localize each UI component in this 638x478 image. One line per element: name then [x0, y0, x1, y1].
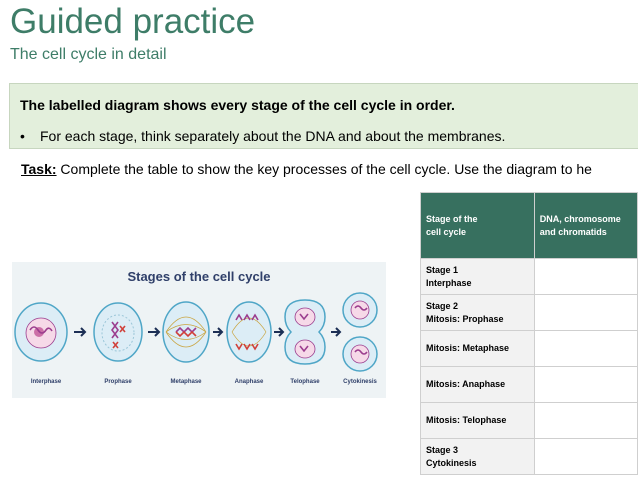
stage-line1: Mitosis: Telophase	[426, 415, 507, 425]
header-dna-line2: and chromatids	[539, 226, 607, 237]
dna-answer-cell[interactable]	[533, 438, 638, 475]
stage-cell: Mitosis: Metaphase	[420, 330, 535, 367]
table-row: Stage 1 Interphase	[420, 258, 638, 295]
stage-line1: Stage 1	[426, 264, 459, 275]
cytokinesis-cell-icon	[342, 292, 378, 372]
stage-line1: Stage 3	[426, 444, 459, 455]
stage-cell: Stage 1 Interphase	[420, 258, 535, 295]
cell-stages-illustration	[14, 292, 378, 372]
anaphase-cell-icon	[226, 301, 272, 363]
cell-cycle-diagram: Stages of the cell cycle	[12, 262, 386, 398]
stage-label-cytokinesis: Cytokinesis	[343, 379, 377, 385]
stage-arrows	[74, 327, 342, 337]
cell-cycle-table: Stage of the cell cycle DNA, chromosome …	[420, 192, 638, 475]
stage-cell: Stage 2 Mitosis: Prophase	[420, 294, 535, 331]
stage-label-interphase: Interphase	[30, 379, 62, 385]
dna-answer-cell[interactable]	[533, 294, 638, 331]
slide-subtitle: The cell cycle in detail	[10, 46, 167, 63]
stage-cell: Mitosis: Telophase	[420, 402, 535, 439]
dna-answer-cell[interactable]	[533, 330, 638, 367]
table-row: Stage 2 Mitosis: Prophase	[420, 294, 638, 331]
stage-cell: Stage 3 Cytokinesis	[420, 438, 535, 475]
prophase-cell-icon	[93, 302, 143, 362]
stage-label-prophase: Prophase	[104, 379, 132, 385]
header-dna-line1: DNA, chromosome	[539, 213, 621, 224]
callout-bullet-text: For each stage, think separately about t…	[40, 128, 506, 144]
header-dna: DNA, chromosome and chromatids	[533, 192, 638, 259]
stage-cell: Mitosis: Anaphase	[420, 366, 535, 403]
header-stage-line2: cell cycle	[426, 226, 467, 237]
stage-line1: Stage 2	[426, 300, 459, 311]
table-row: Mitosis: Anaphase	[420, 366, 638, 403]
table-header-row: Stage of the cell cycle DNA, chromosome …	[420, 192, 638, 259]
interphase-cell-icon	[14, 302, 68, 362]
stage-line2: Interphase	[426, 277, 472, 288]
metaphase-cell-icon	[162, 301, 210, 363]
diagram-title: Stages of the cell cycle	[127, 269, 271, 284]
stage-label-telophase: Telophase	[290, 379, 320, 385]
table-row: Mitosis: Metaphase	[420, 330, 638, 367]
stage-label-metaphase: Metaphase	[170, 379, 202, 385]
stage-line2: Cytokinesis	[426, 457, 477, 468]
telophase-cell-icon	[284, 299, 326, 365]
bullet-marker: •	[20, 128, 25, 144]
callout-bullet-item: • For each stage, think separately about …	[20, 128, 505, 144]
task-instruction: Task: Complete the table to show the key…	[21, 161, 592, 177]
header-stage-line1: Stage of the	[426, 213, 478, 224]
instruction-callout: The labelled diagram shows every stage o…	[9, 83, 638, 149]
stage-label-anaphase: Anaphase	[234, 379, 264, 385]
header-stage: Stage of the cell cycle	[420, 192, 535, 259]
stage-line1: Mitosis: Metaphase	[426, 343, 510, 353]
stage-line1: Mitosis: Anaphase	[426, 379, 506, 389]
callout-heading: The labelled diagram shows every stage o…	[20, 97, 455, 113]
table-row: Stage 3 Cytokinesis	[420, 438, 638, 475]
stage-line2: Mitosis: Prophase	[426, 313, 504, 324]
task-text: Complete the table to show the key proce…	[56, 161, 592, 177]
dna-answer-cell[interactable]	[533, 366, 638, 403]
task-label: Task:	[21, 161, 57, 177]
dna-answer-cell[interactable]	[533, 258, 638, 295]
slide-title: Guided practice	[10, 2, 256, 41]
dna-answer-cell[interactable]	[533, 402, 638, 439]
table-row: Mitosis: Telophase	[420, 402, 638, 439]
